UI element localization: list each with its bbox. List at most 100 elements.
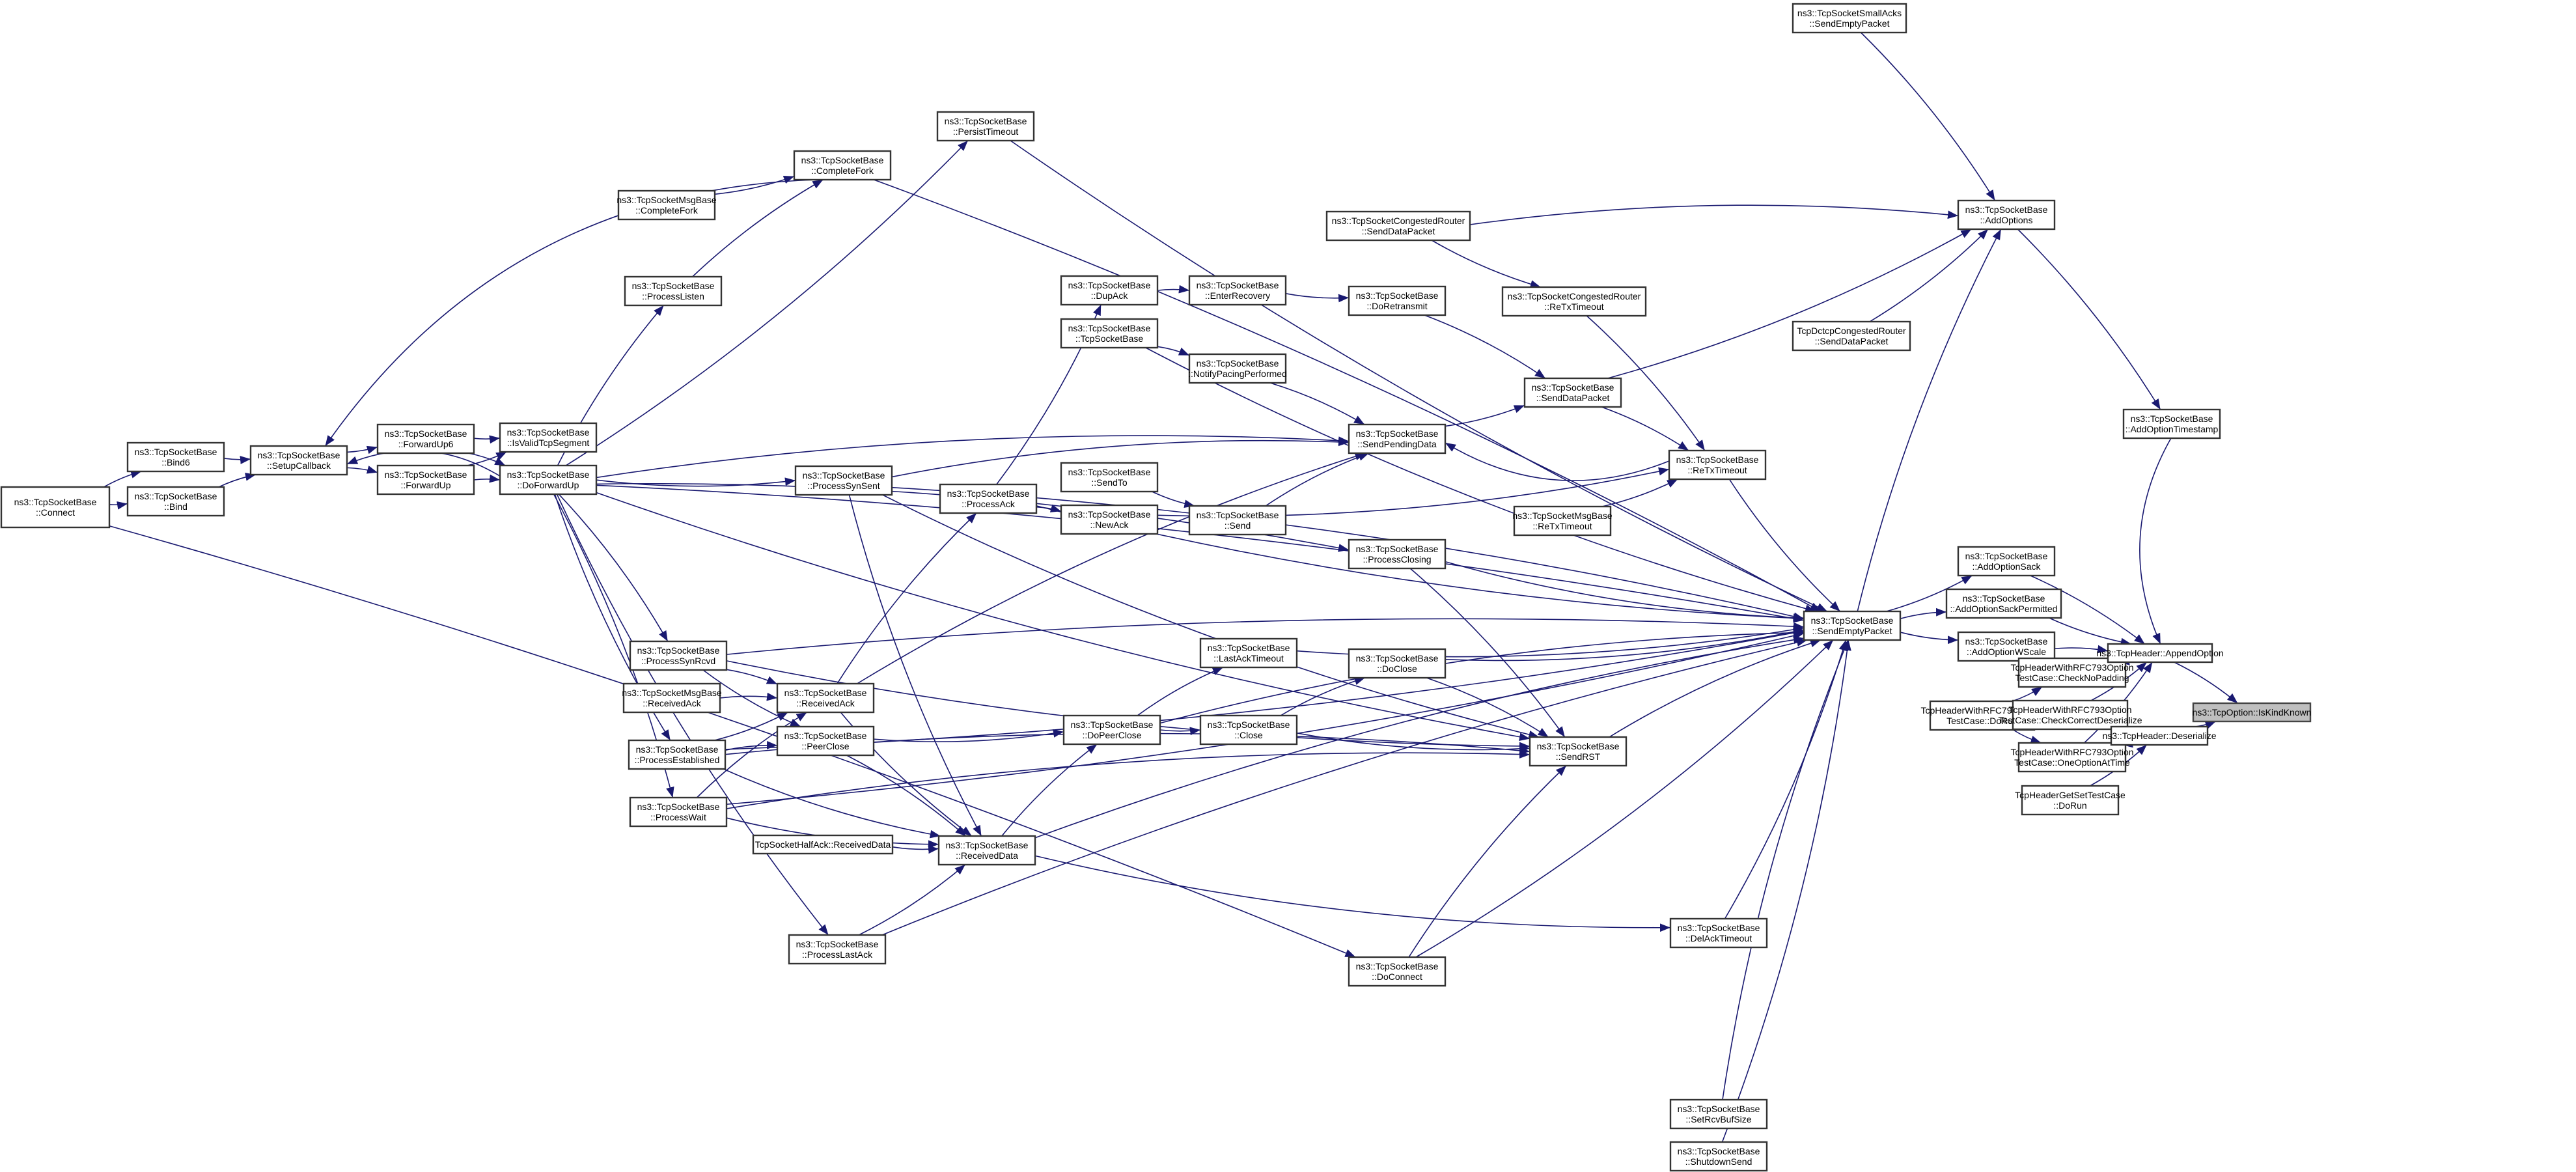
node-peerclose[interactable]: ns3::TcpSocketBase::PeerClose — [776, 725, 875, 757]
node-shutdownsend[interactable]: ns3::TcpSocketBase::ShutdownSend — [1669, 1141, 1768, 1172]
node-box — [1669, 1098, 1768, 1130]
node-senddatapacket[interactable]: ns3::TcpSocketBase::SendDataPacket — [1523, 377, 1622, 408]
node-label: ns3::TcpSocketBase — [1197, 280, 1279, 290]
node-processsynsent[interactable]: ns3::TcpSocketBase::ProcessSynSent — [794, 465, 893, 496]
node-doclose[interactable]: ns3::TcpSocketBase::DoClose — [1348, 648, 1447, 679]
edge-rfcdorun-to-checknopadding — [2012, 686, 2043, 702]
edge-setrcvbufsize-to-sendemptypacket — [1722, 639, 1849, 1100]
node-setrcvbufsize[interactable]: ns3::TcpSocketBase::SetRcvBufSize — [1669, 1098, 1768, 1130]
node-processclosing[interactable]: ns3::TcpSocketBase::ProcessClosing — [1348, 538, 1447, 570]
node-crretxtimeout[interactable]: ns3::TcpSocketCongestedRouter::ReTxTimeo… — [1501, 286, 1647, 317]
node-sendpendingdata[interactable]: ns3::TcpSocketBase::SendPendingData — [1348, 423, 1447, 454]
node-label: ::SetRcvBufSize — [1685, 1114, 1751, 1124]
node-processwait[interactable]: ns3::TcpSocketBase::ProcessWait — [629, 796, 728, 828]
node-isvalid[interactable]: ns3::TcpSocketBase::IsValidTcpSegment — [499, 422, 598, 453]
node-label: ns3::TcpSocketBase — [385, 428, 467, 439]
node-processlastack[interactable]: ns3::TcpSocketBase::ProcessLastAck — [788, 934, 887, 965]
node-checknopadding[interactable]: TcpHeaderWithRFC793OptionTestCase::Check… — [2010, 657, 2134, 688]
node-iskindknown[interactable]: ns3::TcpOption::IsKindKnown — [2192, 702, 2312, 723]
node-msgcompletefork[interactable]: ns3::TcpSocketMsgBase::CompleteFork — [616, 189, 717, 221]
node-label: ::ShutdownSend — [1685, 1156, 1752, 1167]
edge-line — [1159, 628, 1805, 724]
node-addoptionsack[interactable]: ns3::TcpSocketBase::AddOptionSack — [1957, 546, 2056, 577]
node-dupack[interactable]: ns3::TcpSocketBase::DupAck — [1060, 275, 1159, 306]
node-msgretxtimeout[interactable]: ns3::TcpSocketMsgBase::ReTxTimeout — [1512, 505, 1613, 537]
node-appendoption[interactable]: ns3::TcpHeader::AppendOption — [2096, 643, 2224, 663]
node-label: TcpSocketHalfAck::ReceivedData — [755, 839, 891, 850]
node-label: ::PersistTimeout — [953, 126, 1019, 137]
node-sendto[interactable]: ns3::TcpSocketBase::SendTo — [1060, 462, 1159, 493]
node-receiveddata[interactable]: ns3::TcpSocketBase::ReceivedData — [937, 835, 1036, 866]
node-enterrecovery[interactable]: ns3::TcpSocketBase::EnterRecovery — [1188, 275, 1287, 306]
node-label: ns3::TcpSocketBase — [1678, 1104, 1760, 1114]
node-processack[interactable]: ns3::TcpSocketBase::ProcessAck — [939, 483, 1038, 514]
node-box — [794, 465, 893, 496]
node-label: ns3::TcpSocketBase — [1208, 643, 1290, 653]
node-label: ns3::TcpSocketBase — [803, 470, 885, 481]
node-addoptions[interactable]: ns3::TcpSocketBase::AddOptions — [1957, 199, 2056, 230]
node-box — [2192, 702, 2312, 723]
node-dopeerclose[interactable]: ns3::TcpSocketBase::DoPeerClose — [1062, 714, 1161, 746]
node-box — [2017, 657, 2127, 688]
node-crsenddatapacket[interactable]: ns3::TcpSocketCongestedRouter::SendDataP… — [1325, 210, 1471, 242]
edge-line — [1152, 491, 1195, 509]
node-label: ::SendDataPacket — [1815, 336, 1889, 346]
node-deserialize[interactable]: ns3::TcpHeader::Deserialize — [2102, 725, 2217, 746]
edge-doforwardup-to-processsynrcvd — [558, 494, 669, 642]
node-label: TestCase::CheckCorrectDeserialize — [1999, 715, 2142, 725]
node-doretransmit[interactable]: ns3::TcpSocketBase::DoRetransmit — [1348, 285, 1447, 316]
node-label: ns3::TcpSocketBase — [1811, 615, 1894, 626]
node-retxtimeout[interactable]: ns3::TcpSocketBase::ReTxTimeout — [1668, 449, 1767, 481]
edge-crsenddatapacket-to-addoptions — [1469, 204, 1959, 225]
node-doforwardup[interactable]: ns3::TcpSocketBase::DoForwardUp — [499, 464, 598, 495]
node-sendemptypacket[interactable]: ns3::TcpSocketBase::SendEmptyPacket — [1803, 610, 1902, 641]
node-close[interactable]: ns3::TcpSocketBase::Close — [1199, 714, 1298, 746]
node-tcpsocketbase[interactable]: ns3::TcpSocketBase::TcpSocketBase — [1060, 318, 1159, 349]
node-label: ::ReTxTimeout — [1544, 301, 1603, 312]
node-box — [776, 682, 875, 714]
node-fwdup[interactable]: ns3::TcpSocketBase::ForwardUp — [376, 464, 475, 495]
node-label: ns3::TcpSocketBase — [1678, 1146, 1760, 1156]
edge-line — [346, 466, 378, 474]
node-delacktimeout[interactable]: ns3::TcpSocketBase::DelAckTimeout — [1669, 917, 1768, 949]
node-processlisten[interactable]: ns3::TcpSocketBase::ProcessListen — [624, 275, 723, 307]
edge-line — [891, 438, 1350, 478]
node-dctcpsenddata[interactable]: TcpDctcpCongestedRouter::SendDataPacket — [1792, 320, 1911, 352]
node-doconnect[interactable]: ns3::TcpSocketBase::DoConnect — [1348, 956, 1447, 987]
node-smallacks[interactable]: ns3::TcpSocketSmallAcks::SendEmptyPacket — [1792, 3, 1907, 34]
node-label: ns3::TcpSocketCongestedRouter — [1508, 291, 1641, 301]
node-halfackreceiveddata[interactable]: TcpSocketHalfAck::ReceivedData — [752, 834, 894, 855]
node-addoptionsackperm[interactable]: ns3::TcpSocketBase::AddOptionSackPermitt… — [1945, 588, 2062, 619]
edge-line — [692, 179, 824, 277]
node-label: ns3::TcpSocketBase — [1537, 741, 1620, 751]
node-label: ns3::TcpSocketBase — [258, 450, 340, 460]
node-newack[interactable]: ns3::TcpSocketBase::NewAck — [1060, 504, 1159, 535]
node-setupcb[interactable]: ns3::TcpSocketBase::SetupCallback — [249, 445, 348, 476]
node-addoptionts[interactable]: ns3::TcpSocketBase::AddOptionTimestamp — [2122, 408, 2221, 440]
node-label: ::AddOptions — [1980, 215, 2033, 225]
node-bind[interactable]: ns3::TcpSocketBase::Bind — [126, 486, 225, 517]
node-fwdup6[interactable]: ns3::TcpSocketBase::ForwardUp6 — [376, 423, 475, 454]
node-label: ns3::TcpSocketBase — [637, 645, 720, 656]
node-send[interactable]: ns3::TcpSocketBase::Send — [1188, 505, 1287, 536]
node-checkcorrect[interactable]: TcpHeaderWithRFC793OptionTestCase::Check… — [1999, 699, 2142, 731]
node-addoptionwscale[interactable]: ns3::TcpSocketBase::AddOptionWScale — [1957, 631, 2056, 662]
node-connect[interactable]: ns3::TcpSocketBase::Connect — [0, 486, 111, 529]
node-oneoption[interactable]: TcpHeaderWithRFC793OptionTestCase::OneOp… — [2010, 742, 2134, 773]
edge-line — [2012, 686, 2043, 702]
node-notifypacing[interactable]: ns3::TcpSocketBase::NotifyPacingPerforme… — [1188, 353, 1287, 384]
node-bind6[interactable]: ns3::TcpSocketBase::Bind6 — [126, 441, 225, 473]
node-getsetdorun[interactable]: TcpHeaderGetSetTestCase::DoRun — [2015, 785, 2126, 816]
node-lastacktimeout[interactable]: ns3::TcpSocketBase::LastAckTimeout — [1199, 637, 1298, 669]
node-persisttimeout[interactable]: ns3::TcpSocketBase::PersistTimeout — [936, 111, 1035, 142]
node-completefork[interactable]: ns3::TcpSocketBase::CompleteFork — [793, 150, 892, 181]
node-sendrst[interactable]: ns3::TcpSocketBase::SendRST — [1529, 736, 1627, 767]
node-label: ns3::TcpSocketBase — [1678, 923, 1760, 933]
node-processsynrcvd[interactable]: ns3::TcpSocketBase::ProcessSynRcvd — [629, 640, 728, 671]
node-msgreceivedack[interactable]: ns3::TcpSocketMsgBase::ReceivedAck — [622, 682, 722, 714]
node-label: ns3::TcpSocketBase — [1356, 290, 1439, 301]
node-processestablished[interactable]: ns3::TcpSocketBase::ProcessEstablished — [628, 739, 727, 770]
edge-line — [837, 512, 977, 684]
node-receivedack[interactable]: ns3::TcpSocketBase::ReceivedAck — [776, 682, 875, 714]
